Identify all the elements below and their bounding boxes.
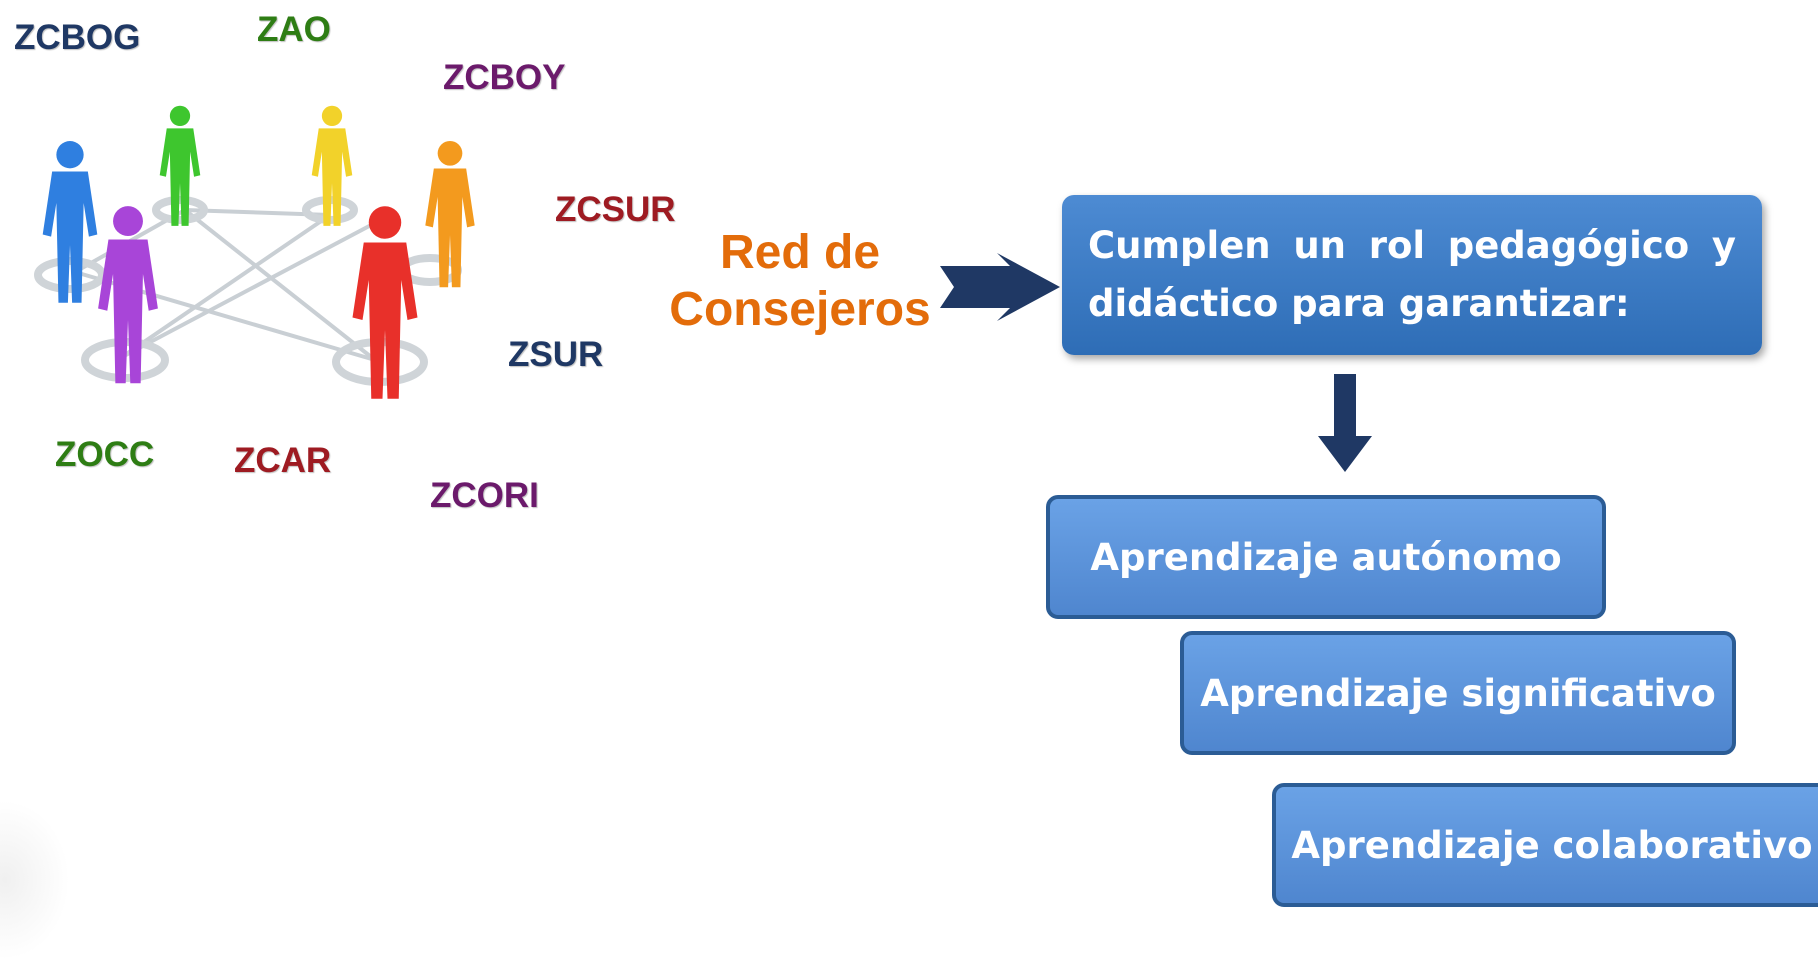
learning-box-label: Aprendizaje colaborativo	[1291, 823, 1813, 867]
blue-person-figure	[42, 141, 98, 303]
main-statement-box: Cumplen un rol pedagógico y didáctico pa…	[1062, 195, 1762, 355]
zone-label-zcori: ZCORI	[430, 476, 539, 515]
zone-label-zsur: ZSUR	[508, 335, 604, 374]
right-arrow	[940, 253, 1060, 321]
zone-label-zcbog: ZCBOG	[14, 18, 141, 57]
learning-box-label: Aprendizaje autónomo	[1090, 535, 1562, 579]
yellow-person-figure	[311, 105, 353, 226]
zone-label-zocc: ZOCC	[55, 435, 155, 474]
zone-label-zcsur: ZCSUR	[555, 190, 676, 229]
purple-person-figure	[98, 206, 158, 384]
learning-box-autonomo: Aprendizaje autónomo	[1046, 495, 1606, 619]
zone-label-zcar: ZCAR	[234, 441, 332, 480]
network-title: Red de Consejeros	[669, 226, 931, 336]
people-network-illustration	[34, 105, 475, 399]
green-person-figure	[159, 105, 201, 226]
red-person-figure	[352, 206, 418, 399]
zone-label-zao: ZAO	[257, 10, 331, 49]
learning-box-significativo: Aprendizaje significativo	[1180, 631, 1736, 755]
corner-glare	[0, 800, 70, 960]
learning-box-colaborativo: Aprendizaje colaborativo	[1272, 783, 1818, 907]
orange-person-figure	[425, 140, 475, 288]
zone-label-zcboy: ZCBOY	[443, 58, 566, 97]
down-arrow	[1318, 374, 1372, 472]
learning-box-label: Aprendizaje significativo	[1200, 671, 1716, 715]
